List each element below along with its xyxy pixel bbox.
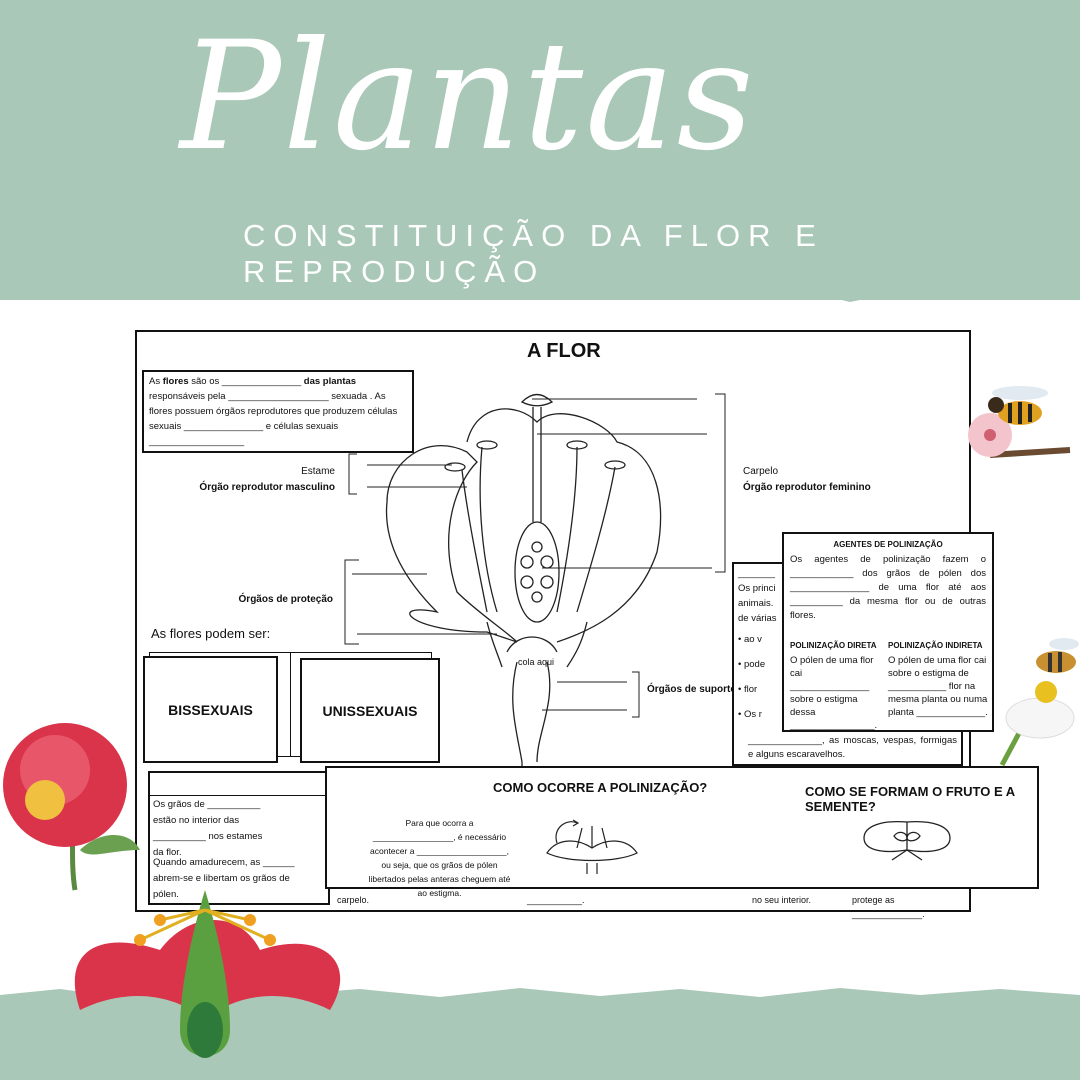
- card-polinizacao-fruto: COMO OCORRE A POLINIZAÇÃO? Para que ocor…: [325, 766, 1039, 898]
- bee-on-blossom-illustration: [968, 386, 1071, 458]
- bullet: • Os r: [738, 709, 762, 720]
- label-masculino: Órgão reprodutor masculino: [199, 482, 335, 493]
- pollination-flower-illustration: [546, 819, 638, 874]
- label-cola: cola aqui: [518, 657, 555, 667]
- footer-background: [0, 1000, 1080, 1080]
- fruit-cross-section-illustration: [863, 820, 951, 861]
- text: ______________, as moscas, vespas, formi…: [748, 735, 957, 760]
- bullet: • ao v: [738, 634, 762, 645]
- red-flower-illustration: [3, 723, 140, 891]
- agentes-title: AGENTES DE POLINIZAÇÃO: [833, 540, 943, 549]
- intro-box: As flores são os _______________ das pla…: [142, 370, 414, 453]
- intro-text: responsáveis pela ___________________ se…: [149, 391, 398, 447]
- intro-text: são os _______________: [188, 376, 304, 387]
- text: Os princi: [738, 583, 776, 594]
- direta-text: O pólen de uma flor cai _______________ …: [790, 655, 878, 731]
- worksheet-title: A FLOR: [527, 340, 601, 362]
- bullet: • pode: [738, 659, 766, 670]
- label-suporte: Órgãos de suporte: [647, 684, 736, 695]
- bullet: • flor: [738, 684, 758, 695]
- intro-text: As: [149, 376, 163, 387]
- text: de várias: [738, 613, 777, 624]
- page-subtitle: CONSTITUIÇÃO DA FLOR E REPRODUÇÃO: [243, 218, 824, 289]
- label-carpelo: Carpelo: [743, 466, 779, 477]
- card-graos-polen: Os grãos de __________ estão no interior…: [148, 771, 330, 905]
- indireta-title: POLINIZAÇÃO INDIRETA: [888, 641, 983, 650]
- bee-on-daisy-illustration: [999, 638, 1079, 767]
- direta-title: POLINIZAÇÃO DIRETA: [790, 641, 877, 650]
- header-background: [0, 0, 1080, 300]
- carpelo-fragment: carpelo.: [337, 895, 370, 905]
- polinizacao-title: COMO OCORRE A POLINIZAÇÃO?: [493, 780, 708, 795]
- polinizacao-text: Para que ocorra a _________________, é n…: [368, 818, 511, 898]
- card-bissexuais[interactable]: BISSEXUAIS: [143, 656, 278, 763]
- graos-text: Quando amadurecem, as ______ abrem-se e …: [153, 857, 295, 900]
- torn-edge-bottom: [0, 987, 1080, 1005]
- label-protecao: Órgãos de proteção: [238, 594, 333, 605]
- intro-bold: flores: [162, 376, 189, 387]
- label-feminino: Órgão reprodutor feminino: [743, 482, 871, 493]
- blank-fragment: ___________.: [527, 895, 585, 905]
- torn-edge-top: [0, 270, 1080, 302]
- graos-text: Os grãos de __________ estão no interior…: [153, 799, 263, 858]
- card-unissexuais[interactable]: UNISSEXUAIS: [300, 658, 440, 763]
- label-podem-ser: As flores podem ser:: [151, 626, 271, 641]
- page-title: Plantas: [180, 10, 756, 184]
- label-estame: Estame: [301, 466, 335, 477]
- lily-cross-section-illustration: [74, 890, 341, 1058]
- card-agentes-polinizacao: AGENTES DE POLINIZAÇÃO Os agentes de pol…: [782, 532, 994, 732]
- text: _______: [738, 568, 775, 579]
- protege-fragment: protege as ______________.: [852, 895, 925, 919]
- intro-bold: das plantas: [303, 376, 357, 387]
- fruto-title: COMO SE FORMAM O FRUTO E A SEMENTE?: [805, 784, 1015, 814]
- indireta-text: O pólen de uma flor cai sobre o estigma …: [888, 655, 988, 718]
- flower-diagram: [344, 393, 726, 772]
- agentes-text: Os agentes de polinização fazem o ______…: [790, 554, 986, 621]
- interior-fragment: no seu interior.: [752, 895, 812, 905]
- text: animais.: [738, 598, 774, 609]
